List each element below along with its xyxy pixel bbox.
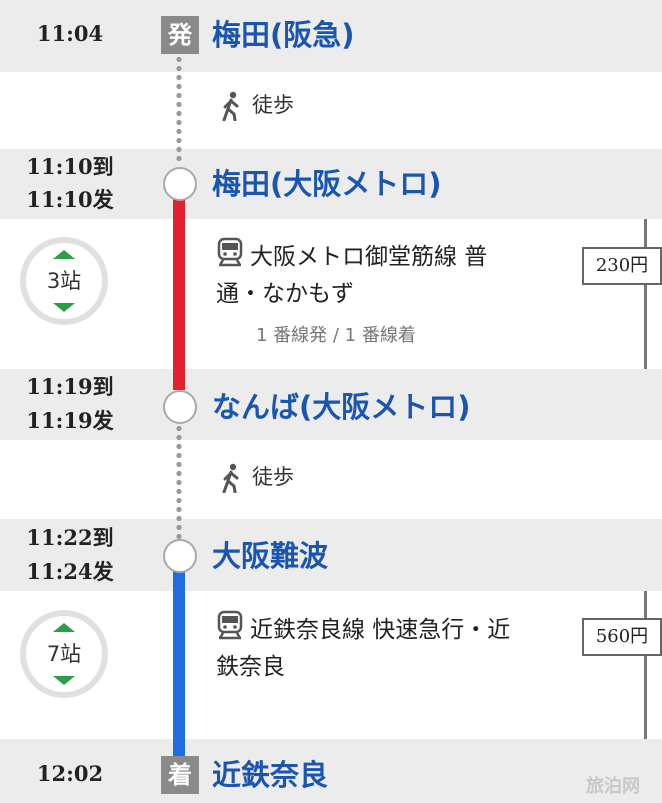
walk-connector-1: [176, 55, 182, 165]
fare-bracket-2: [644, 591, 647, 739]
route-info-1[interactable]: 大阪メトロ御堂筋線 普 通・なかもず: [216, 237, 546, 313]
route-name-line2: 通・なかもず: [216, 281, 354, 307]
walking-person-icon: [222, 463, 239, 494]
watermark: 旅泊网: [586, 776, 640, 797]
arrive-time-3: 11:22到: [26, 525, 114, 550]
chevron-down-icon: [53, 676, 75, 685]
stops-toggle-1[interactable]: 3站: [20, 237, 108, 325]
route-name-line1: 近鉄奈良線 快速急行・近: [250, 617, 511, 643]
depart-time-1: 11:10发: [26, 187, 114, 212]
station-umeda-metro[interactable]: 梅田(大阪メトロ): [212, 167, 442, 201]
arrival-badge: 着: [161, 756, 199, 794]
walk-connector-2: [176, 424, 182, 539]
stop-row-umeda-metro: [0, 149, 662, 219]
arrival-time: 12:02: [36, 761, 104, 786]
stops-count-1: 3站: [46, 269, 82, 293]
depart-time-2: 11:19发: [26, 408, 114, 433]
red-line-segment: [173, 198, 185, 390]
stop-row-namba-metro: [0, 369, 662, 440]
walking-person-icon: [222, 91, 239, 122]
fare-badge-2: 560円: [582, 618, 662, 656]
chevron-up-icon: [53, 623, 75, 632]
route-name-line1: 大阪メトロ御堂筋線 普: [250, 244, 488, 270]
arrive-time-2: 11:19到: [26, 374, 114, 399]
chevron-up-icon: [53, 250, 75, 259]
station-osaka-namba[interactable]: 大阪難波: [212, 539, 329, 573]
arrive-time-1: 11:10到: [26, 154, 114, 179]
blue-line-segment: [173, 570, 185, 760]
station-node-2: [163, 390, 197, 424]
departure-badge: 発: [161, 16, 199, 54]
station-node-1: [163, 167, 197, 201]
walk-label: 徒歩: [252, 93, 294, 117]
train-icon: [217, 237, 243, 267]
stops-toggle-2[interactable]: 7站: [20, 610, 108, 698]
walk-segment-2: 徒歩: [220, 462, 294, 494]
station-node-3: [163, 539, 197, 573]
arrival-station[interactable]: 近鉄奈良: [212, 758, 329, 792]
chevron-down-icon: [53, 303, 75, 312]
fare-badge-1: 230円: [582, 247, 662, 285]
arrival-row: [0, 739, 662, 803]
depart-time-3: 11:24发: [26, 559, 114, 584]
route-info-2[interactable]: 近鉄奈良線 快速急行・近 鉄奈良: [216, 610, 546, 686]
platform-info: 1 番線発 / 1 番線着: [256, 325, 416, 346]
fare-bracket-1: [644, 219, 647, 369]
train-icon: [217, 610, 243, 640]
station-namba-metro[interactable]: なんば(大阪メトロ): [212, 390, 471, 424]
route-name-line2: 鉄奈良: [216, 654, 285, 680]
departure-row: [0, 0, 662, 72]
stop-row-osaka-namba: [0, 519, 662, 591]
walk-label: 徒歩: [252, 465, 294, 489]
stops-count-2: 7站: [46, 642, 82, 666]
departure-station[interactable]: 梅田(阪急): [212, 18, 355, 52]
walk-segment-1: 徒歩: [220, 90, 294, 122]
departure-time: 11:04: [36, 21, 104, 46]
